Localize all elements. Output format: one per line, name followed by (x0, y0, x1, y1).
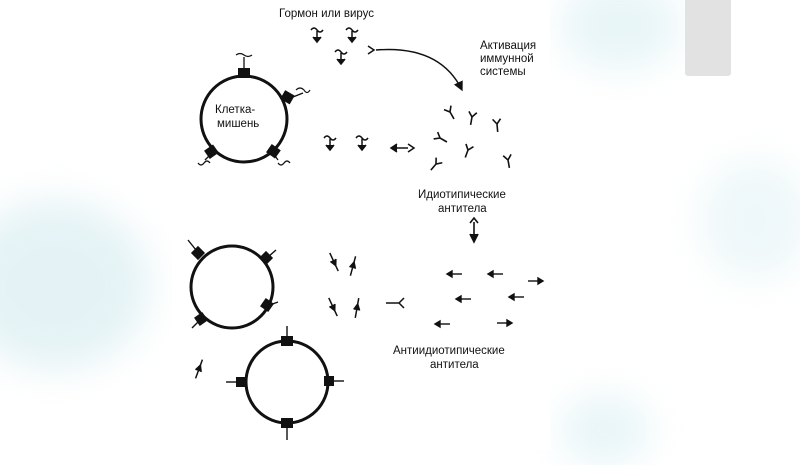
decorative-blob (700, 160, 800, 280)
immune-activation-label-line2: иммунной (480, 53, 534, 65)
target-cell-label-line2: мишень (217, 118, 259, 130)
activation-curved-arrow (375, 48, 463, 92)
cell-with-anti-idiotypic-receptors-2 (226, 326, 344, 440)
decorative-blob (0, 200, 150, 370)
antibody-complexes (194, 252, 405, 379)
hormone-molecules (310, 27, 376, 66)
immune-activation-label-line1: Активация (480, 40, 536, 52)
anti-idiotypic-antibodies-label-line1: Антиидиотипические (393, 345, 505, 357)
immune-activation-label-line3: системы (480, 66, 526, 78)
immune-network-diagram: Гормон или вирус Активация иммунной сист… (187, 8, 545, 440)
idiotypic-antibodies-label-line2: антитела (438, 203, 487, 215)
idiotypic-antibodies-label-line1: Идиотипические (418, 189, 506, 201)
anti-idiotypic-antibodies (433, 269, 545, 329)
anti-idiotypic-antibodies-label-line2: антитела (430, 359, 479, 371)
hormone-or-virus-label: Гормон или вирус (279, 8, 374, 20)
target-cell (197, 52, 311, 166)
down-arrow (469, 216, 479, 244)
target-cell-label-line1: Клетка- (215, 104, 255, 116)
diagram-panel (172, 0, 550, 450)
idiotypic-antibodies (430, 105, 512, 171)
return-arrow (389, 143, 416, 153)
decorative-blob (560, 0, 680, 70)
side-tab (685, 0, 731, 76)
bound-hormone-molecules (323, 135, 369, 152)
cell-with-anti-idiotypic-receptors-1 (187, 239, 279, 330)
